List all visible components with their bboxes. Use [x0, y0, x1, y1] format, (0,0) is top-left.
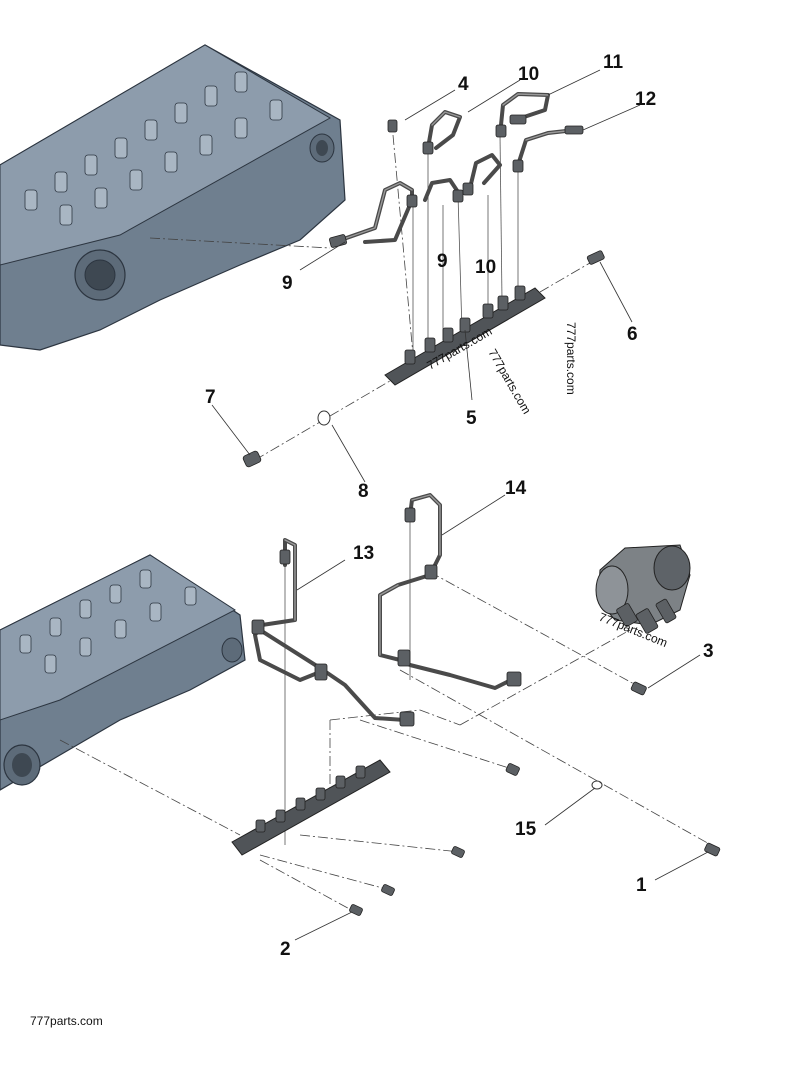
callout-1: 1 — [636, 875, 647, 896]
callout-10-top: 10 — [518, 64, 539, 85]
upper-leader-lines — [149, 134, 596, 461]
lower-cylinder-head — [0, 554, 246, 791]
upper-callout-leaders — [211, 69, 641, 483]
callout-11: 11 — [603, 52, 624, 73]
bolt-rail-a-icon — [381, 884, 395, 896]
callout-labels: 4 10 11 12 9 10 9 6 7 5 8 14 13 3 15 1 2 — [205, 52, 714, 960]
callout-15: 15 — [515, 819, 537, 840]
banjo-bolt-3-icon — [630, 681, 647, 696]
callout-6: 6 — [627, 324, 638, 345]
end-plug-icon — [242, 450, 262, 468]
callout-12: 12 — [635, 89, 656, 110]
lower-callout-leaders — [294, 494, 709, 941]
lower-rail-ports — [255, 765, 366, 833]
bolt-1-icon — [704, 842, 721, 857]
callout-2: 2 — [280, 939, 291, 960]
callout-9-mid: 9 — [437, 251, 448, 272]
callout-5: 5 — [466, 408, 477, 429]
o-ring-lower-icon — [591, 780, 603, 790]
callout-10-mid: 10 — [475, 257, 496, 278]
lower-fuel-lines — [253, 493, 517, 722]
fuel-pump — [595, 544, 691, 634]
callout-3: 3 — [703, 641, 714, 662]
seal-ring-icon — [387, 119, 398, 133]
bolt-line-icon — [505, 763, 520, 776]
callout-4: 4 — [458, 74, 469, 95]
upper-fuel-rail — [242, 250, 605, 468]
valve-springs-upper — [24, 71, 283, 226]
watermark-footer: 777parts.com — [30, 1014, 103, 1028]
lower-fuel-rail — [231, 759, 391, 856]
pressure-sensor-icon — [586, 250, 605, 265]
callout-7: 7 — [205, 387, 216, 408]
callout-8: 8 — [358, 481, 369, 502]
upper-cylinder-head — [0, 44, 346, 351]
o-ring-upper-icon — [317, 410, 331, 426]
upper-high-pressure-lines — [333, 92, 577, 244]
bolt-rail-b-icon — [451, 846, 465, 858]
callout-9-left: 9 — [282, 273, 293, 294]
upper-fittings — [329, 114, 584, 248]
rail-outlet-ports — [404, 285, 526, 365]
lower-bolts — [349, 681, 721, 916]
callout-13: 13 — [353, 543, 374, 564]
bolt-2-icon — [349, 904, 363, 916]
lower-leader-lines — [59, 515, 721, 913]
watermark-rail-b: 777parts.com — [485, 347, 533, 417]
lower-fittings — [251, 507, 522, 727]
watermark-vertical: 777parts.com — [564, 322, 578, 395]
callout-14: 14 — [505, 478, 527, 499]
valve-springs-lower — [19, 569, 197, 674]
